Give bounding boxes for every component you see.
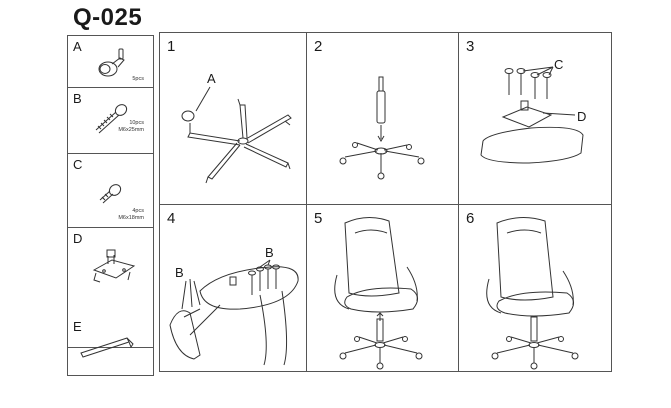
part-letter: D <box>73 231 83 246</box>
step-number: 5 <box>314 210 323 227</box>
part-size: M6x18mm <box>118 215 144 221</box>
armrest-backrest-icon: B B <box>169 245 299 366</box>
part-b: B 10pcs M6x25mm <box>68 88 153 154</box>
assembly-steps-grid: 1 A 2 <box>159 32 612 372</box>
part-size: M6x25mm <box>118 127 144 133</box>
callout-b-right: B <box>265 245 274 260</box>
part-c: C 4pcs M6x18mm <box>68 154 153 228</box>
callout-c: C <box>554 57 563 72</box>
part-e-area: E <box>67 311 154 376</box>
part-quantity: 5pcs <box>132 76 144 82</box>
base-with-casters-icon: A <box>181 71 292 184</box>
long-bolt-icon <box>95 104 128 134</box>
step-number: 3 <box>466 38 475 55</box>
step-number: 1 <box>167 38 176 55</box>
chair-assembly-icon <box>334 217 423 370</box>
step-number: 2 <box>314 38 323 55</box>
caster-wheel-icon <box>98 48 125 77</box>
step-number: 6 <box>466 210 475 227</box>
step-6: 6 <box>459 205 611 371</box>
callout-a: A <box>207 71 216 86</box>
gas-lift-insert-icon <box>339 76 425 180</box>
step-5: 5 <box>307 205 458 371</box>
part-letter: B <box>73 91 82 106</box>
part-d: D <box>68 228 153 348</box>
parts-list: A 5pcs B 10pcs M6x25mm C <box>67 35 154 376</box>
part-letter: C <box>73 157 83 172</box>
tilt-mechanism-icon <box>92 249 136 283</box>
step-2: 2 <box>307 33 458 204</box>
seat-mechanism-icon: C D <box>480 57 586 164</box>
part-quantity: 10pcs <box>129 120 144 126</box>
finished-chair-icon <box>486 217 579 370</box>
allen-key-icon <box>80 337 134 358</box>
part-quantity: 4pcs <box>132 208 144 214</box>
part-letter: E <box>73 319 82 334</box>
model-title: Q-025 <box>73 4 143 31</box>
step-1: 1 A <box>160 33 306 204</box>
part-a: A 5pcs <box>68 36 153 88</box>
callout-d: D <box>577 109 586 124</box>
callout-b-left: B <box>175 265 184 280</box>
step-3: 3 C D <box>459 33 611 204</box>
short-bolt-icon <box>99 184 122 204</box>
step-number: 4 <box>167 210 176 227</box>
step-4: 4 B B <box>160 205 306 371</box>
part-letter: A <box>73 39 82 54</box>
